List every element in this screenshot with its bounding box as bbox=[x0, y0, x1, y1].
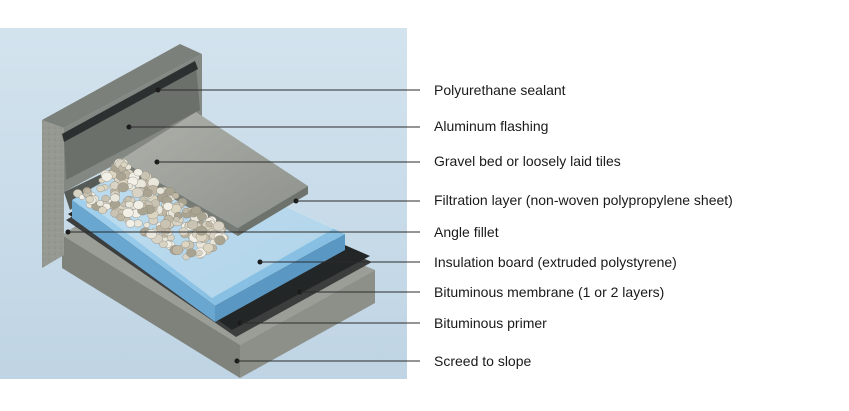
gravel-pebble bbox=[122, 207, 134, 218]
gravel-pebble bbox=[171, 192, 180, 200]
gravel-pebble bbox=[202, 243, 214, 253]
gravel-pebble bbox=[197, 212, 207, 221]
gravel-pebble bbox=[117, 182, 129, 193]
polyurethane-sealant bbox=[62, 61, 198, 142]
gravel-pebble bbox=[142, 188, 153, 198]
gravel-pebble bbox=[212, 221, 225, 232]
gravel-pebble bbox=[173, 216, 180, 222]
gravel-pebble bbox=[96, 185, 105, 193]
gravel-pebble bbox=[214, 235, 226, 246]
gravel-pebble bbox=[190, 205, 202, 215]
gravel-pebble bbox=[101, 194, 110, 203]
gravel-pebble bbox=[182, 207, 190, 214]
gravel-pebble bbox=[195, 225, 208, 236]
gravel-pebble bbox=[125, 219, 136, 228]
label-polyurethane-sealant: Polyurethane sealant bbox=[434, 82, 566, 98]
gravel-pebble bbox=[96, 200, 104, 207]
upstand-wall-top bbox=[42, 44, 202, 128]
gravel-pebble bbox=[187, 220, 199, 230]
gravel-pebble bbox=[205, 221, 213, 228]
gravel-pebble bbox=[164, 187, 175, 196]
gravel-pebble bbox=[98, 206, 107, 214]
gravel-pebble bbox=[181, 240, 190, 249]
gravel-pebble bbox=[156, 187, 165, 195]
aluminum-flashing bbox=[64, 66, 200, 180]
gravel-pebble bbox=[143, 222, 151, 229]
gravel-pebble bbox=[116, 172, 127, 181]
label-bituminous-membrane: Bituminous membrane (1 or 2 layers) bbox=[434, 284, 664, 300]
label-bituminous-primer: Bituminous primer bbox=[434, 315, 547, 331]
gravel-bed bbox=[73, 158, 229, 261]
gravel-pebble bbox=[133, 168, 143, 177]
gravel-pebble bbox=[101, 171, 113, 182]
gravel-pebble bbox=[186, 248, 197, 258]
gravel-pebble bbox=[124, 196, 132, 203]
callouts: Polyurethane sealant Aluminum flashing G… bbox=[65, 82, 733, 369]
label-angle-fillet: Angle fillet bbox=[434, 224, 499, 240]
tile-side bbox=[238, 186, 308, 236]
label-insulation-board: Insulation board (extruded polystyrene) bbox=[434, 254, 677, 270]
gravel-pebble bbox=[120, 161, 128, 168]
label-aluminum-flashing: Aluminum flashing bbox=[434, 118, 548, 134]
insulation-front bbox=[72, 200, 215, 322]
gravel-pebble bbox=[110, 193, 120, 203]
gravel-pebble bbox=[159, 240, 168, 248]
gravel-pebble bbox=[145, 229, 158, 240]
gravel-pebble bbox=[171, 245, 184, 256]
tile-top bbox=[120, 112, 308, 228]
gravel-pebble bbox=[131, 187, 144, 198]
screed-front bbox=[62, 235, 240, 378]
insulation-side bbox=[215, 234, 345, 322]
gravel-pebble bbox=[163, 202, 173, 211]
upstand-wall-front bbox=[42, 120, 64, 268]
gravel-pebble bbox=[116, 213, 126, 222]
gravel-pebble bbox=[195, 250, 203, 257]
gravel-pebble bbox=[125, 200, 134, 209]
label-screed-to-slope: Screed to slope bbox=[434, 353, 531, 369]
gravel-pebble bbox=[85, 195, 95, 204]
label-gravel-bed: Gravel bed or loosely laid tiles bbox=[434, 153, 621, 169]
gravel-pebble bbox=[133, 200, 144, 210]
gravel-pebble bbox=[160, 219, 172, 229]
gravel-pebble bbox=[84, 187, 92, 194]
screed-side bbox=[240, 270, 375, 378]
label-filtration-layer: Filtration layer (non-woven polypropylen… bbox=[434, 192, 733, 208]
